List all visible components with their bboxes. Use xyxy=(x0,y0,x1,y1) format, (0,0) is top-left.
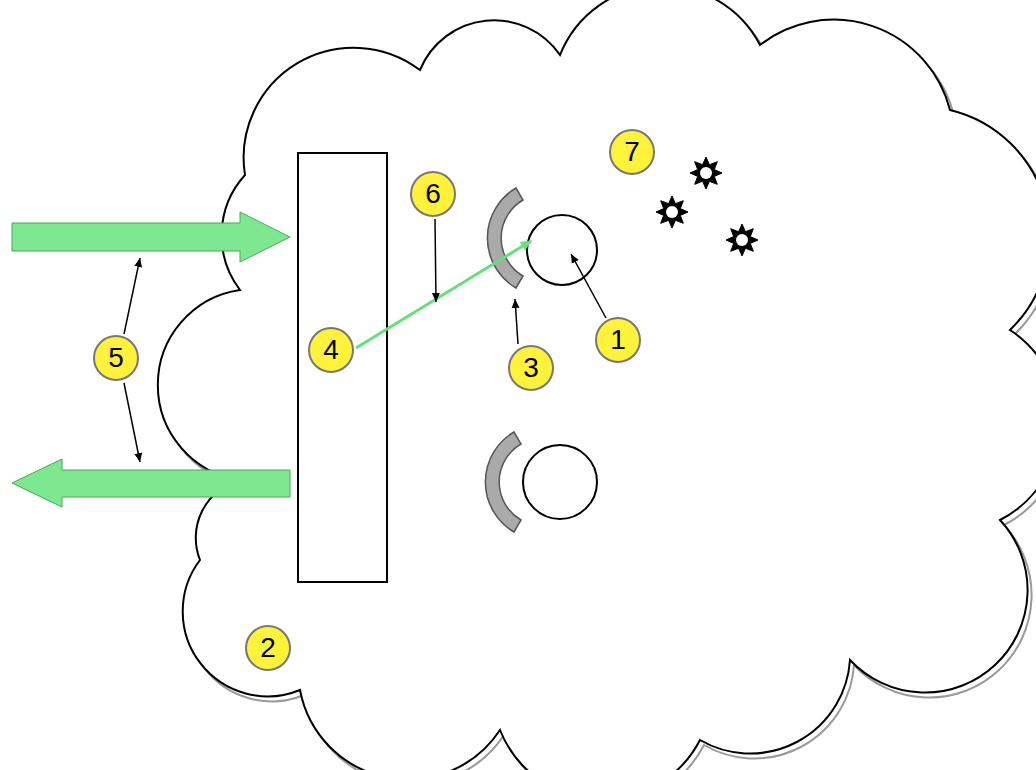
star-symbol xyxy=(656,196,688,228)
callout-text: 2 xyxy=(260,634,276,662)
callout-number: 4 xyxy=(308,327,354,373)
callout-number: 5 xyxy=(93,335,139,381)
leader-line xyxy=(124,258,140,334)
leader-line xyxy=(571,254,606,318)
outflow-arrow xyxy=(12,459,290,507)
star-symbol xyxy=(726,224,758,256)
callout-text: 4 xyxy=(323,336,339,364)
inflow-arrow xyxy=(12,212,290,262)
leader-line xyxy=(515,299,518,344)
organelle-circle xyxy=(527,215,597,285)
callout-text: 1 xyxy=(610,326,626,354)
cloud-outline xyxy=(158,0,1036,770)
organelle-circle xyxy=(523,445,597,519)
crescent xyxy=(485,432,521,532)
callout-number: 6 xyxy=(410,171,456,217)
callout-text: 3 xyxy=(523,354,539,382)
callout-number: 2 xyxy=(245,625,291,671)
callout-number: 7 xyxy=(609,129,655,175)
star-symbol xyxy=(690,157,722,189)
callout-text: 7 xyxy=(624,138,640,166)
callout-number: 3 xyxy=(508,345,554,391)
leader-line xyxy=(124,383,140,462)
callout-text: 6 xyxy=(425,180,441,208)
leader-line xyxy=(435,219,436,302)
signal-line xyxy=(356,241,531,348)
callout-number: 1 xyxy=(595,317,641,363)
crescent xyxy=(487,188,523,288)
callout-text: 5 xyxy=(108,344,124,372)
membrane-rect xyxy=(298,153,387,582)
